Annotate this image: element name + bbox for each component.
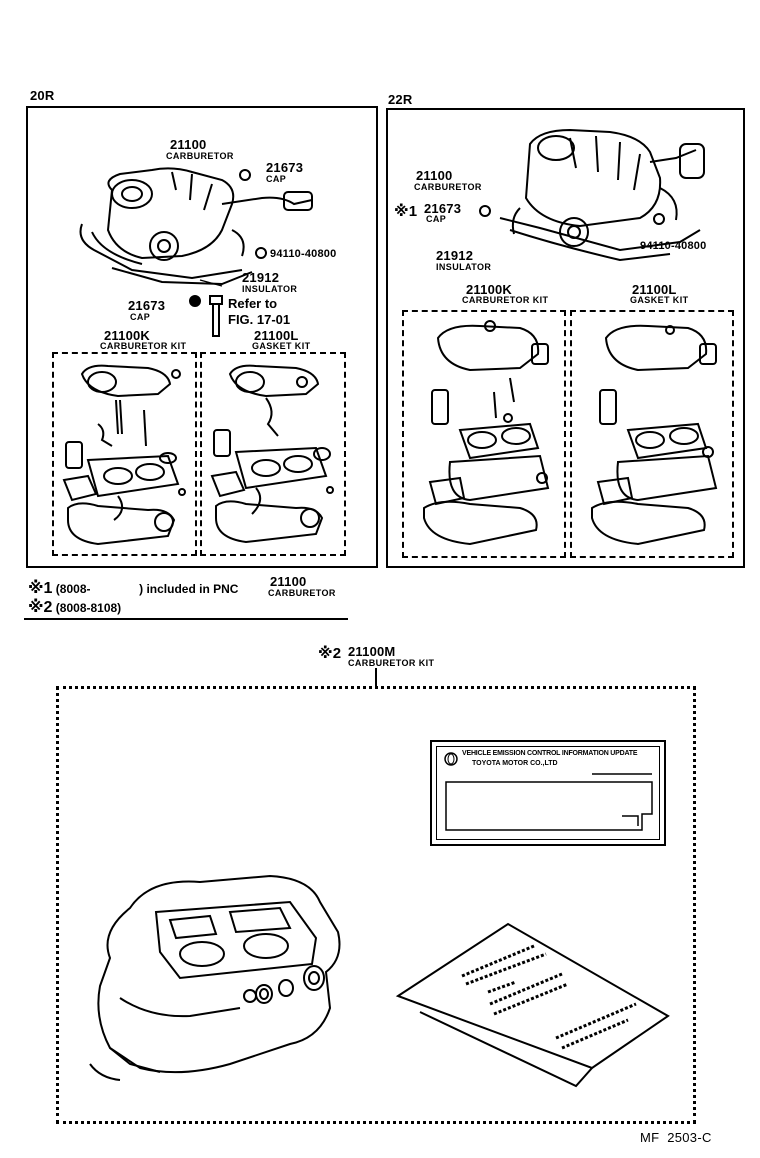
seal-rings-illustration	[250, 960, 334, 1010]
note-1-pnc-number: 21100	[270, 574, 307, 589]
note-1-pnc-name: CARBURETOR	[268, 588, 336, 598]
kit-m-number: 21100M	[348, 644, 396, 659]
note-1-text: ) included in PNC	[139, 582, 239, 596]
gasket-22r-parts-illustration	[578, 318, 728, 552]
cap-20r-name: CAP	[266, 174, 287, 184]
refer-20r-line2: FIG. 17-01	[228, 312, 291, 327]
insulator-22r-number: 21912	[436, 248, 474, 263]
kit-20r-number: 21100K	[104, 328, 151, 343]
bolt-22r-icon	[652, 212, 666, 226]
note-2-mark: ※2	[28, 599, 53, 616]
kit-22r-name: CARBURETOR KIT	[462, 295, 549, 305]
kit-20r-frame	[52, 352, 197, 556]
insulator-20r-name: INSULATOR	[242, 284, 298, 294]
cap2-20r-icon	[188, 294, 202, 308]
page-code: MF 2503-C	[640, 1130, 712, 1145]
gasket-20r-frame	[200, 352, 346, 556]
insulator-20r-number: 21912	[242, 270, 280, 285]
note-1-mark: ※1	[28, 580, 53, 597]
kit-22r-number: 21100K	[466, 282, 513, 297]
note-1-row: ※1 (8008- ) included in PNC	[28, 578, 238, 598]
cap2-20r-name: CAP	[130, 312, 151, 322]
gasket-20r-number: 21100L	[254, 328, 299, 343]
gasket-22r-frame	[570, 310, 734, 558]
carburetor-20r-illustration	[72, 160, 332, 300]
cap2-20r-number: 21673	[128, 298, 166, 313]
emission-label-line2: TOYOTA MOTOR CO.,LTD	[472, 760, 558, 767]
panel-22r-title: 22R	[388, 92, 413, 107]
note-2-range: (8008-8108)	[55, 601, 122, 615]
carb-22r-name: CARBURETOR	[414, 182, 482, 192]
carb-20r-number: 21100	[170, 137, 207, 152]
panel-20r-title: 20R	[30, 88, 55, 103]
panel-22r-frame	[386, 108, 745, 568]
kit-m-frame	[56, 686, 696, 1124]
note-2-row: ※2 (8008-8108)	[28, 597, 121, 617]
gasket-22r-name: GASKET KIT	[630, 295, 689, 305]
cap-20r-number: 21673	[266, 160, 304, 175]
cap-22r-mark: ※1	[394, 203, 418, 220]
toyota-logo-icon	[444, 752, 458, 766]
emission-label: VEHICLE EMISSION CONTROL INFORMATION UPD…	[430, 740, 666, 846]
panel-20r-frame	[26, 106, 378, 568]
cap-22r-icon	[478, 204, 492, 218]
bolt-small-20r-icon	[254, 246, 268, 260]
bolt-20r-icon	[206, 296, 226, 340]
notes-divider	[24, 618, 348, 620]
emission-label-line1: VEHICLE EMISSION CONTROL INFORMATION UPD…	[462, 750, 638, 757]
instruction-sheet-illustration	[396, 920, 676, 1090]
cap-20r-icon	[238, 168, 252, 182]
refer-20r-line1: Refer to	[228, 296, 278, 311]
kit-m-name: CARBURETOR KIT	[348, 658, 435, 668]
cap-22r-number: 21673	[424, 201, 462, 216]
kit-22r-parts-illustration	[410, 318, 560, 552]
bolt-20r-number: 94110-40800	[270, 248, 337, 260]
carburetor-22r-illustration	[500, 118, 720, 278]
kit-20r-parts-illustration	[58, 360, 192, 550]
gasket-20r-name: GASKET KIT	[252, 341, 311, 351]
carb-22r-number: 21100	[416, 168, 453, 183]
kit-m-mark: ※2	[318, 645, 342, 662]
gasket-22r-number: 21100L	[632, 282, 677, 297]
note-1-range: (8008-	[55, 582, 91, 596]
cap-22r-name: CAP	[426, 214, 447, 224]
carb-20r-name: CARBURETOR	[166, 151, 234, 161]
carburetor-base-illustration	[90, 868, 360, 1088]
kit-20r-name: CARBURETOR KIT	[100, 341, 187, 351]
bolt-22r-number: 94110-40800	[640, 240, 707, 252]
kit-22r-frame	[402, 310, 566, 558]
insulator-22r-name: INSULATOR	[436, 262, 492, 272]
kit-m-leader	[375, 668, 377, 688]
emission-label-body	[445, 773, 653, 831]
gasket-20r-parts-illustration	[206, 360, 340, 550]
